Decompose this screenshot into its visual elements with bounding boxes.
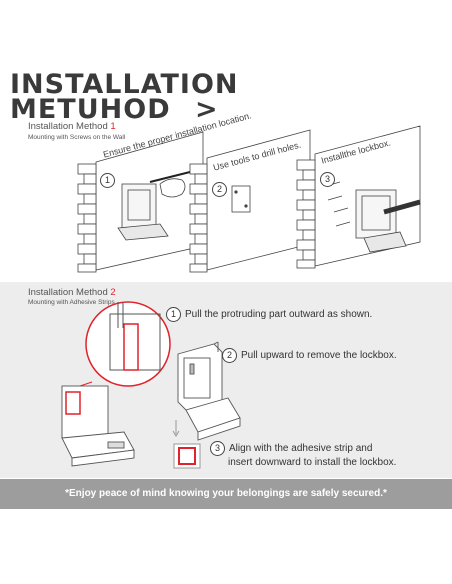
footer-banner: *Enjoy peace of mind knowing your belong… bbox=[0, 479, 452, 509]
method2-subtitle: Mounting with Adhesive Strips bbox=[28, 299, 115, 306]
method2-step-2: 2 Pull upward to remove the lockbox. bbox=[222, 348, 397, 363]
step-3-text-line2: insert downward to install the lockbox. bbox=[228, 457, 397, 468]
step-1-badge: 1 bbox=[166, 307, 181, 322]
wall-panel-3 bbox=[296, 125, 421, 269]
method2-number: 2 bbox=[110, 287, 116, 298]
zoom-circle bbox=[85, 301, 171, 387]
method1-title-text: Installation Method bbox=[28, 121, 108, 132]
method1-number: 1 bbox=[110, 121, 116, 132]
step-2-text: Pull upward to remove the lockbox. bbox=[241, 350, 397, 361]
footer-banner-text: *Enjoy peace of mind knowing your belong… bbox=[65, 488, 387, 499]
adhesive-strip-icon bbox=[178, 447, 196, 465]
method1-subtitle: Mounting with Screws on the Wall bbox=[28, 134, 126, 141]
panel-3-number-badge: 3 bbox=[320, 172, 335, 187]
method1-illustration bbox=[77, 125, 421, 273]
page-title-line1: INSTALLATION bbox=[10, 69, 239, 100]
method2-title: Installation Method 2 bbox=[28, 287, 116, 298]
page-title-line2: METUHOD > bbox=[10, 96, 219, 123]
step-2-badge: 2 bbox=[222, 348, 237, 363]
step-3-text-line1: Align with the adhesive strip and bbox=[229, 443, 373, 454]
wall-panel-1 bbox=[77, 131, 204, 273]
panel-1-number-badge: 1 bbox=[100, 173, 115, 188]
step-3-badge: 3 bbox=[210, 441, 225, 456]
step-1-text: Pull the protruding part outward as show… bbox=[185, 309, 373, 320]
title-arrow-icon: > bbox=[195, 94, 219, 125]
method2-step-3: 3 Align with the adhesive strip and bbox=[210, 441, 372, 456]
page-title-text: METUHOD bbox=[10, 94, 171, 125]
wall-panel-2 bbox=[189, 129, 311, 273]
method2-illustration bbox=[61, 301, 241, 469]
panel-2-number-badge: 2 bbox=[212, 182, 227, 197]
method2-step-1: 1 Pull the protruding part outward as sho… bbox=[166, 307, 372, 322]
method2-title-text: Installation Method bbox=[28, 287, 108, 298]
method1-title: Installation Method 1 bbox=[28, 121, 116, 132]
